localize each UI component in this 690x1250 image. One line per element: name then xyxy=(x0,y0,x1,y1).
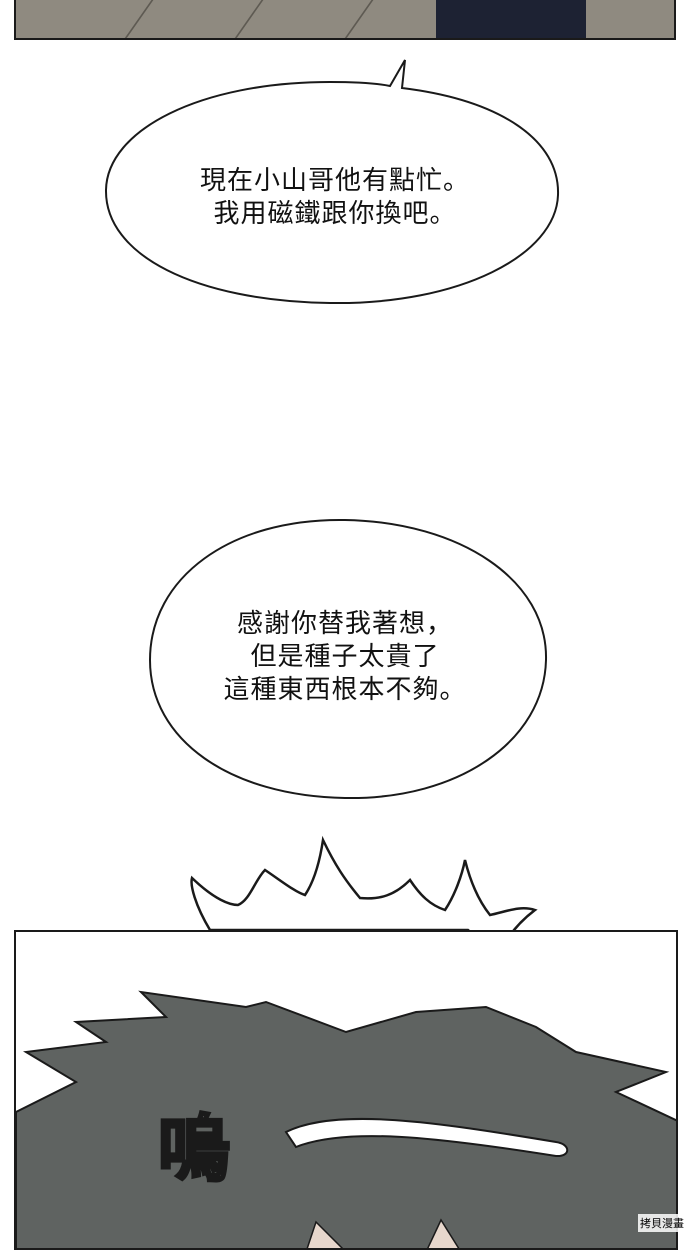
character-figure xyxy=(436,0,586,38)
spiky-hair xyxy=(16,990,676,1248)
sfx-dash xyxy=(284,1117,569,1158)
sfx-text: 嗚 xyxy=(156,1106,231,1193)
speech-bubble-1 xyxy=(104,59,560,305)
speech-bubble-1-text: 現在小山哥他有點忙。 我用磁鐵跟你換吧。 xyxy=(199,166,470,229)
bottom-panel xyxy=(14,930,678,1250)
speech-bubble-2-text: 感謝你替我著想， 但是種子太貴了 這種東西根本不夠。 xyxy=(223,609,467,705)
speech-bubble-2 xyxy=(148,518,548,800)
watermark: 拷貝漫畫 xyxy=(638,1214,686,1232)
top-panel xyxy=(14,0,676,40)
